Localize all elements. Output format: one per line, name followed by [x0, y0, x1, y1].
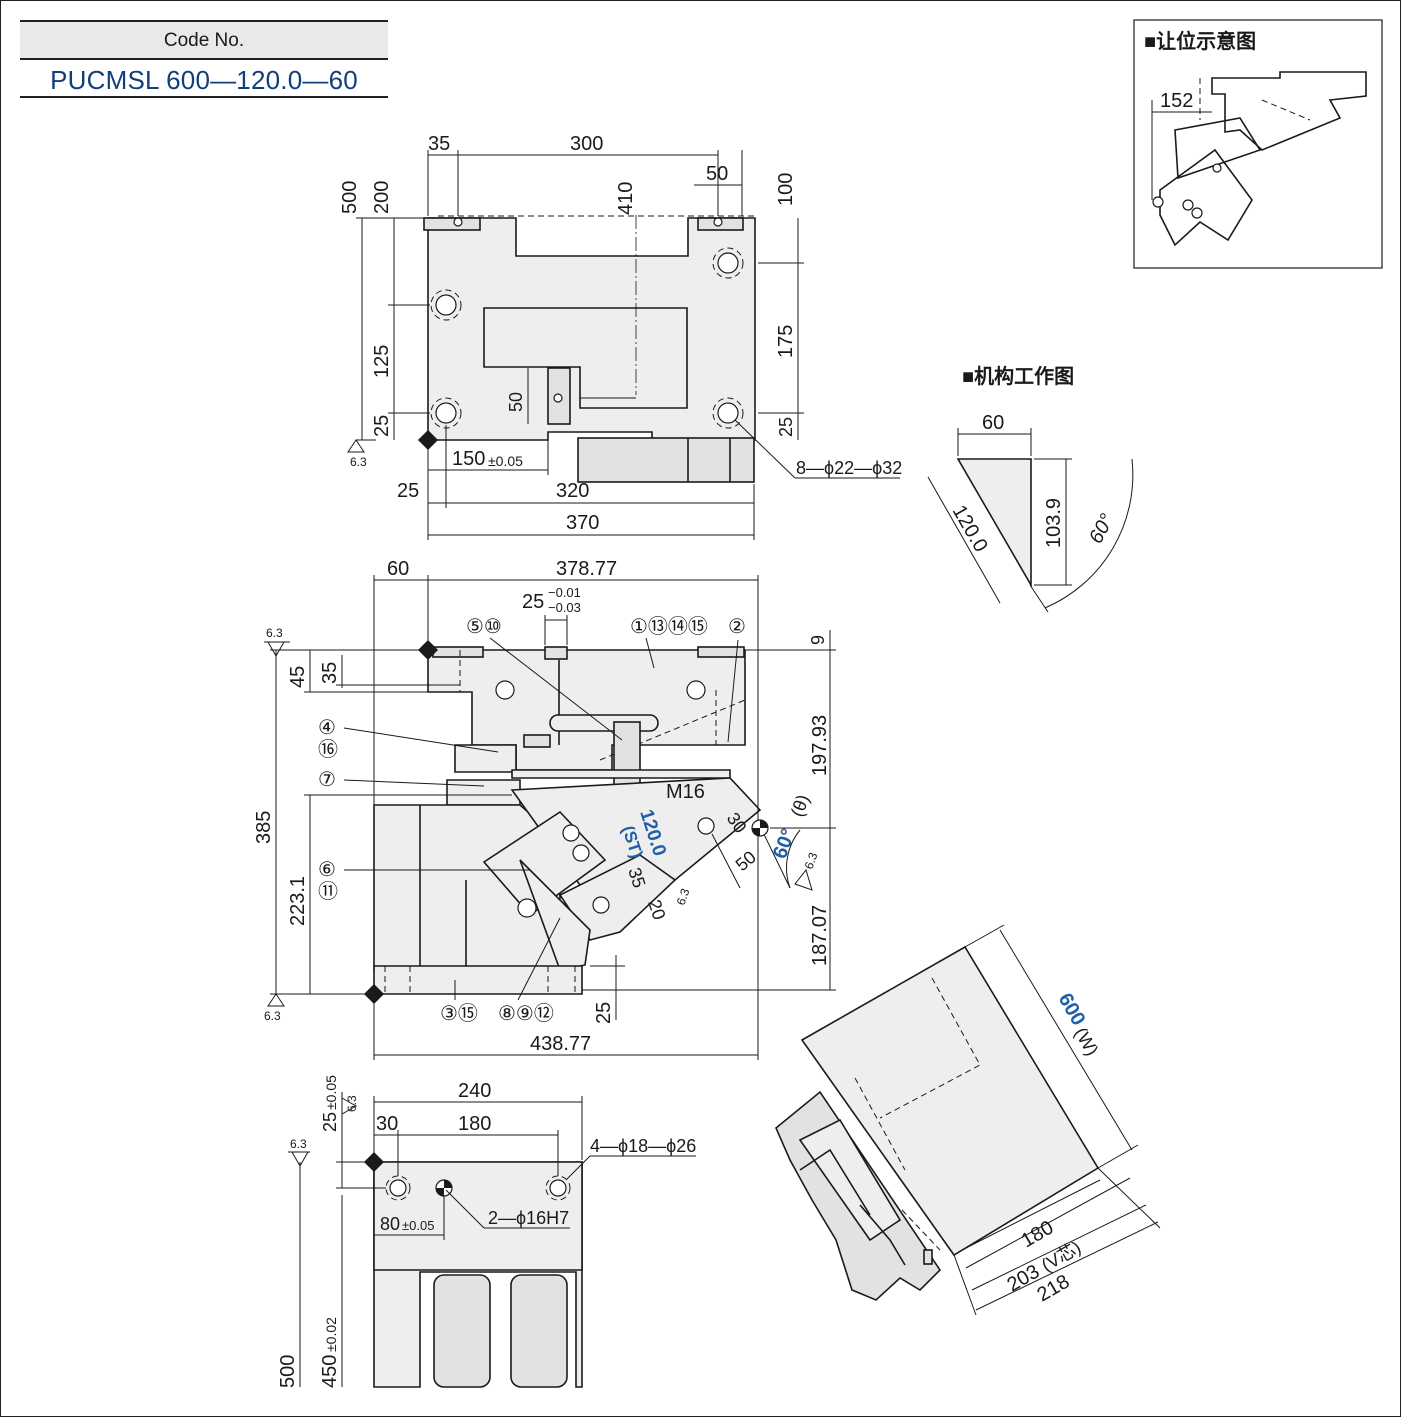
top-dim-150-tol: ±0.05 [488, 453, 523, 469]
balloon-6: ⑥ [318, 859, 336, 881]
top-holes-spec: 8—ϕ22—ϕ32 [796, 458, 902, 478]
top-dim-410: 410 [615, 182, 637, 215]
front-angle: 60° [769, 826, 800, 862]
top-dim-25-left: 25 [371, 415, 393, 437]
front-dim-187: 187.07 [809, 905, 831, 966]
bottom-holes-spec: 4—ϕ18—ϕ26 [590, 1136, 696, 1156]
bottom-dim-500: 500 [277, 1355, 299, 1388]
mechanism-dim-60: 60 [982, 412, 1004, 434]
front-tol-upper: −0.01 [548, 585, 581, 600]
front-angle-theta: (θ) [787, 792, 813, 820]
front-dim-223: 223.1 [287, 876, 309, 926]
top-dim-300: 300 [570, 133, 603, 155]
top-dim-125: 125 [371, 345, 393, 378]
bottom-dim-450: 450 [319, 1355, 341, 1388]
front-roughness-slide: 6.3 [674, 886, 693, 907]
balloon-4: ④ [318, 717, 336, 739]
balloon-1-13-14-15: ①⑬⑭⑮ [630, 615, 708, 638]
front-dim-50: 50 [732, 847, 760, 875]
front-dim-197: 197.93 [809, 715, 831, 776]
top-dim-50-slot: 50 [506, 392, 526, 412]
front-dim-378: 378.77 [556, 558, 617, 580]
front-dim-25-bottom: 25 [593, 1002, 615, 1024]
front-roughness-top: 6.3 [266, 626, 283, 640]
top-dim-35: 35 [428, 133, 450, 155]
bottom-dim-180: 180 [458, 1113, 491, 1135]
bottom-dim-80: 80 [380, 1214, 400, 1234]
clearance-inset: ■让位示意图 152 [1133, 19, 1383, 269]
mechanism-dim-120: 120.0 [948, 502, 992, 556]
front-tol-lower: −0.03 [548, 600, 581, 615]
front-roughness-bottom: 6.3 [264, 1009, 281, 1023]
front-dim-25-slot: 25 [522, 591, 544, 613]
top-dim-320: 320 [556, 480, 589, 502]
balloon-16: ⑯ [318, 738, 338, 761]
bottom-roughness-left: 6.3 [290, 1137, 307, 1151]
front-dim-385: 385 [253, 811, 275, 844]
balloon-7: ⑦ [318, 769, 336, 791]
top-dim-200: 200 [371, 181, 393, 214]
rotated-dim-180: 180 [1018, 1217, 1058, 1253]
code-value: PUCMSL 600—120.0—60 [20, 60, 388, 98]
balloon-8-9-12: ⑧⑨⑫ [498, 1002, 554, 1025]
bottom-dim-25-tol: ±0.05 [323, 1075, 339, 1110]
bottom-roughness-top: 6.3 [345, 1095, 359, 1112]
rotated-dim-w-label: (W) [1071, 1024, 1103, 1059]
rotated-dim-600: 600 [1054, 990, 1090, 1030]
front-dim-438: 438.77 [530, 1033, 591, 1055]
rotated-view: 600 (W) 180 203 (V芯) 218 [775, 924, 1161, 1316]
code-label: Code No. [20, 20, 388, 60]
mechanism-angle: 60° [1085, 510, 1119, 547]
top-view: 35 300 50 410 100 175 25 500 200 125 25 … [339, 133, 902, 540]
clearance-dim-152: 152 [1160, 90, 1193, 112]
front-view: 60 378.77 25 −0.01 −0.03 9 197.93 187.07… [253, 558, 836, 1060]
code-number-box: Code No. PUCMSL 600—120.0—60 [20, 20, 388, 98]
mechanism-dim-103-9: 103.9 [1043, 498, 1065, 548]
bottom-pins-spec: 2—ϕ16H7 [488, 1208, 569, 1228]
top-dim-25-right: 25 [776, 417, 796, 437]
front-dim-35: 35 [319, 662, 341, 684]
front-roughness-angle: 6.3 [802, 850, 821, 871]
top-dim-100: 100 [775, 173, 797, 206]
balloon-2: ② [728, 616, 746, 638]
clearance-title: ■让位示意图 [1144, 29, 1256, 53]
mechanism-inset: ■机构工作图 60 120.0 103.9 60° [927, 364, 1134, 613]
top-dim-150: 150 [452, 448, 485, 470]
rotated-dim-v-label: (V芯) [1038, 1237, 1084, 1275]
top-dim-25-bottom: 25 [397, 480, 419, 502]
bottom-view: 240 30 180 25 ±0.05 500 450 ±0.02 80 ±0.… [277, 1075, 696, 1388]
bottom-dim-30: 30 [376, 1113, 398, 1135]
front-dim-60: 60 [387, 558, 409, 580]
top-dim-500: 500 [339, 181, 361, 214]
bottom-dim-450-tol: ±0.02 [323, 1317, 339, 1352]
bottom-dim-25: 25 [320, 1112, 340, 1132]
balloon-11: ⑪ [318, 880, 338, 903]
balloon-5-10: ⑤⑩ [466, 616, 502, 638]
bottom-dim-80-tol: ±0.05 [402, 1218, 434, 1233]
bottom-dim-240: 240 [458, 1080, 491, 1102]
front-dim-9: 9 [808, 635, 828, 645]
top-dim-175: 175 [775, 325, 797, 358]
balloon-3-15: ③⑮ [440, 1002, 478, 1025]
top-dim-50: 50 [706, 163, 728, 185]
front-m16: M16 [666, 781, 705, 803]
top-roughness: 6.3 [350, 455, 367, 469]
front-dim-45: 45 [287, 666, 309, 688]
mechanism-title: ■机构工作图 [962, 364, 1074, 388]
top-dim-370: 370 [566, 512, 599, 534]
